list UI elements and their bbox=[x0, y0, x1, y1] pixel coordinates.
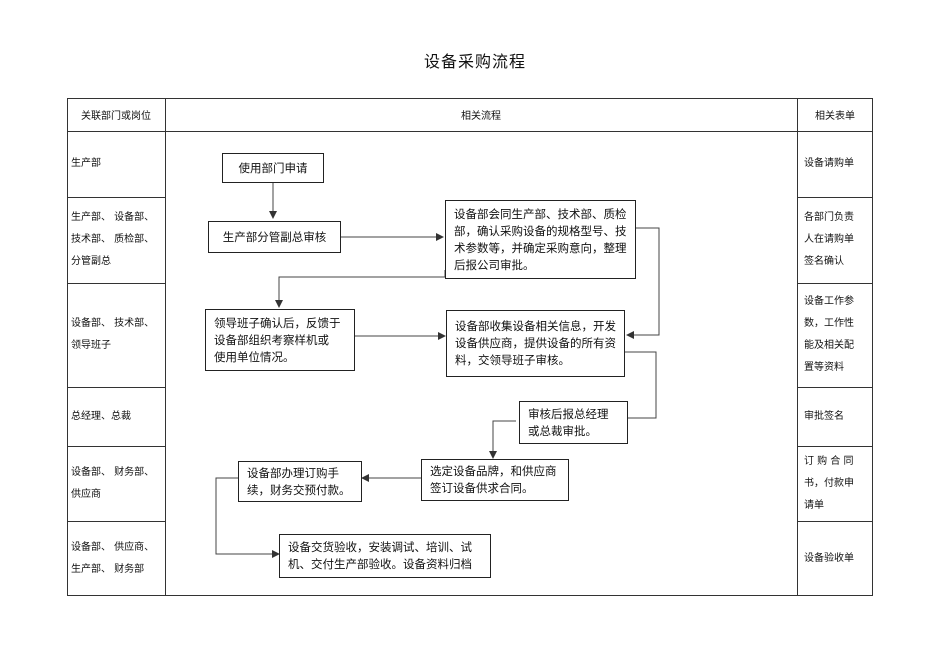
dept-cell: 生产部 bbox=[71, 158, 101, 169]
row-divider-right bbox=[797, 387, 873, 388]
process-table bbox=[67, 98, 873, 596]
form-cell: 设备请购单 bbox=[804, 158, 854, 169]
step-delivery-acceptance: 设备交货验收，安装调试、培训、试 机、交付生产部验收。设备资料归档 bbox=[279, 534, 491, 578]
row-divider-left bbox=[67, 387, 165, 388]
row-divider-right bbox=[797, 521, 873, 522]
form-cell: 设备验收单 bbox=[804, 552, 854, 564]
row-divider-right bbox=[797, 197, 873, 198]
form-cell: 订 购 合 同 书，付款申 请单 bbox=[804, 455, 854, 511]
step-vp-review: 生产部分管副总审核 bbox=[208, 221, 341, 253]
row-divider-left bbox=[67, 197, 165, 198]
header-flow: 相关流程 bbox=[461, 111, 501, 122]
step-dept-request: 使用部门申请 bbox=[222, 153, 324, 183]
step-order-payment: 设备部办理订购手 续，财务交预付款。 bbox=[238, 461, 362, 502]
form-cell: 各部门负责 人在请购单 签名确认 bbox=[804, 212, 854, 267]
row-divider-right bbox=[797, 446, 873, 447]
form-cell: 设备工作参 数，工作性 能及相关配 置等资料 bbox=[804, 296, 854, 373]
column-divider-left bbox=[165, 98, 166, 596]
dept-cell: 设备部、 技术部、 领导班子 bbox=[71, 318, 155, 351]
form-cell: 审批签名 bbox=[804, 410, 844, 422]
row-divider-left bbox=[67, 521, 165, 522]
step-ceo-approval: 审核后报总经理 或总裁审批。 bbox=[519, 401, 628, 444]
step-collect-info: 设备部收集设备相关信息，开发 设备供应商，提供设备的所有资 料，交领导班子审核。 bbox=[446, 310, 625, 377]
step-sign-contract: 选定设备品牌，和供应商 签订设备供求合同。 bbox=[421, 459, 569, 501]
header-divider bbox=[67, 131, 873, 132]
header-dept: 关联部门或岗位 bbox=[81, 111, 151, 122]
dept-cell: 总经理、总裁 bbox=[71, 410, 131, 422]
dept-cell: 设备部、 财务部、 供应商 bbox=[71, 466, 155, 500]
dept-cell: 设备部、 供应商、 生产部、 财务部 bbox=[71, 541, 155, 575]
step-leadership-confirm: 领导班子确认后，反馈于 设备部组织考察样机或 使用单位情况。 bbox=[205, 309, 355, 371]
step-confirm-spec: 设备部会同生产部、技术部、质检 部，确认采购设备的规格型号、技 术参数等，并确定… bbox=[445, 200, 636, 279]
header-forms: 相关表单 bbox=[815, 111, 855, 122]
page-title: 设备采购流程 bbox=[423, 52, 526, 71]
column-divider-right bbox=[797, 98, 798, 596]
dept-cell: 生产部、 设备部、 技术部、 质检部、 分管副总 bbox=[71, 212, 155, 267]
row-divider-right bbox=[797, 283, 873, 284]
row-divider-left bbox=[67, 283, 165, 284]
row-divider-left bbox=[67, 446, 165, 447]
